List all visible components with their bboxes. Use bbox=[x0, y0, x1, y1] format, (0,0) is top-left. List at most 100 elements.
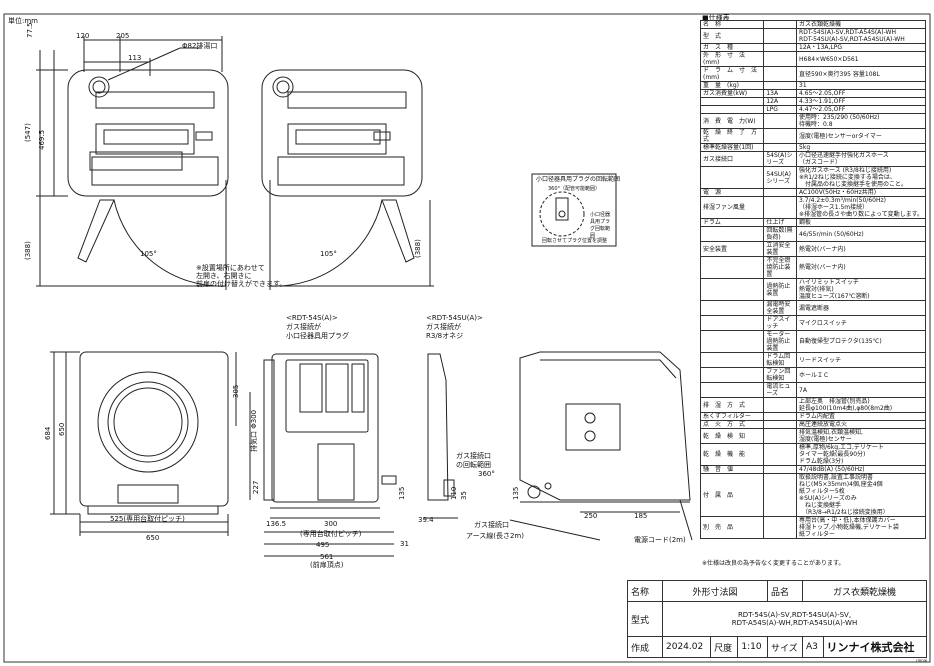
spec-key bbox=[699, 166, 765, 189]
power-cord-label: 電源コード(2m) bbox=[634, 536, 686, 544]
spec-key bbox=[699, 330, 765, 353]
dim-250: 250 bbox=[584, 512, 598, 520]
dim-77-5: 77.5 bbox=[26, 22, 34, 38]
spec-subkey: 54SU(A)シリーズ bbox=[763, 166, 798, 189]
dim-495: 495 bbox=[316, 541, 330, 549]
spec-key: ドラム bbox=[699, 218, 765, 227]
spec-subkey bbox=[763, 397, 798, 413]
spec-key: 外 形 寸 法(mm) bbox=[699, 51, 765, 67]
dim-388-right: (388) bbox=[414, 239, 422, 258]
dim-113: 113 bbox=[128, 54, 142, 62]
spec-subkey: ドラム回転検知 bbox=[763, 352, 798, 368]
spec-key: 別 売 品 bbox=[699, 516, 765, 539]
spec-subkey: 13A bbox=[763, 89, 798, 98]
spec-key bbox=[699, 97, 765, 106]
spec-key: 点 火 方 式 bbox=[699, 420, 765, 429]
spec-subkey bbox=[763, 465, 798, 474]
tb-model-value: RDT-54S(A)-SV,RDT-54SU(A)-SV, RDT-A54S(A… bbox=[662, 601, 927, 637]
inset-title: 小口径器具用プラグの回転範囲 bbox=[536, 176, 621, 183]
gas-port-label: ガス接続口 bbox=[474, 521, 509, 529]
spec-key: 乾 燥 検 知 bbox=[699, 428, 765, 444]
dim-31: 31 bbox=[400, 540, 409, 548]
spec-subkey bbox=[763, 43, 798, 52]
spec-subkey: 54S(A)シリーズ bbox=[763, 151, 798, 167]
spec-key: ガ ス 種 bbox=[699, 43, 765, 52]
spec-subkey bbox=[763, 428, 798, 444]
spec-value: 熱電対(バーナ内) bbox=[796, 256, 926, 279]
spec-value: AC100V(50Hz・60Hz共用) bbox=[796, 188, 926, 197]
spec-subkey: LPG bbox=[763, 105, 798, 114]
spec-subkey bbox=[763, 20, 798, 29]
spec-value: 4.33～1.91,OFF bbox=[796, 97, 926, 106]
dim-185: 185 bbox=[634, 512, 648, 520]
tb-product-key: 品名 bbox=[766, 580, 803, 602]
spec-subkey bbox=[763, 81, 798, 90]
spec-row: 乾 燥 機 能 標準,厚物/6kg,エコ,デリケート タイマー乾燥(最長90分) … bbox=[699, 443, 926, 466]
spec-value: 自動復帰型プロテクタ(135℃) bbox=[796, 330, 926, 353]
gas-rot-deg: 360° bbox=[478, 470, 495, 478]
inset-label-b: 回転させてプラグ位置を調整 bbox=[542, 238, 608, 244]
model-b-desc1: ガス接続が bbox=[426, 323, 461, 331]
gas-rot-label1: ガス接続口 bbox=[456, 452, 491, 460]
dim-561: 561 bbox=[320, 553, 334, 561]
spec-row: 外 形 寸 法(mm) H684×W650×D561 bbox=[699, 51, 926, 67]
dim-205: 205 bbox=[116, 32, 130, 40]
spec-key: 型 式 bbox=[699, 28, 765, 44]
dim-300: 300 bbox=[324, 520, 338, 528]
spec-subkey bbox=[763, 188, 798, 197]
dim-469-5: 469.5 bbox=[38, 129, 46, 150]
title-block: 名称 外形寸法図 品名 ガス衣類乾燥機 型式 RDT-54S(A)-SV,RDT… bbox=[627, 580, 928, 658]
spec-key bbox=[699, 382, 765, 398]
spec-subkey bbox=[763, 412, 798, 421]
spec-subkey: モーター過熱防止装置 bbox=[763, 330, 798, 353]
spec-subkey: 電流ヒューズ bbox=[763, 382, 798, 398]
dim-525: 525(専用台取付ピッチ) bbox=[110, 515, 185, 523]
spec-subkey bbox=[763, 420, 798, 429]
spec-key: 重 量 (kg) bbox=[699, 81, 765, 90]
tb-scale-key: 尺度 bbox=[710, 636, 739, 658]
dim-305: 305 bbox=[232, 384, 240, 398]
spec-key: 排 湿 方 式 bbox=[699, 397, 765, 413]
spec-row: 排湿ファン風量 3.7/4.2±0.3m³/min(50/60Hz) （排湿ホース… bbox=[699, 196, 926, 219]
exhaust-label: Φ82排湯口 bbox=[182, 42, 218, 50]
spec-value: 高圧連続放電点火 bbox=[796, 420, 926, 429]
spec-value: 標準,厚物/6kg,エコ,デリケート タイマー乾燥(最長90分) ドラム乾燥(3… bbox=[796, 443, 926, 466]
spec-subkey: ファン回転検知 bbox=[763, 367, 798, 383]
model-a-desc1: ガス接続が bbox=[286, 323, 321, 331]
spec-row: 過熱防止装置ハイリミットスイッチ 熱電対(排気) 温度ヒューズ(167℃溶断) bbox=[699, 278, 926, 301]
spec-row: 標準乾燥容量(1回)5kg bbox=[699, 143, 926, 152]
tb-model-line2: RDT-A54S(A)-WH,RDT-A54SU(A)-WH bbox=[731, 619, 858, 627]
spec-value: 7A bbox=[796, 382, 926, 398]
spec-subkey: 過熱防止装置 bbox=[763, 278, 798, 301]
spec-row: 重 量 (kg)31 bbox=[699, 81, 926, 90]
spec-key: 乾 燥 機 能 bbox=[699, 443, 765, 466]
spec-key: 排湿ファン風量 bbox=[699, 196, 765, 219]
inset-label-a: 360°（配管可能範囲） bbox=[548, 186, 601, 192]
spec-value: 上部左奥 排湿管(別売品) 延長φ100(10m4曲),φ80(8m2曲) bbox=[796, 397, 926, 413]
spec-row: 排 湿 方 式 上部左奥 排湿管(別売品) 延長φ100(10m4曲),φ80(8… bbox=[699, 397, 926, 413]
spec-value: 専用台(高・中・低),本体保護カバー 排湿トップ,小物乾燥機,デリケート袋 紙フ… bbox=[796, 516, 926, 539]
spec-key: ガス接続口 bbox=[699, 151, 765, 167]
spec-value: 3.7/4.2±0.3m³/min(50/60Hz) （排湿ホース1.5m接続）… bbox=[796, 196, 926, 219]
spec-value: H684×W650×D561 bbox=[796, 51, 926, 67]
spec-subkey bbox=[763, 113, 798, 129]
spec-value: ハイリミットスイッチ 熱電対(排気) 温度ヒューズ(167℃溶断) bbox=[796, 278, 926, 301]
dim-388-left: (388) bbox=[24, 241, 32, 260]
spec-row: ドラム回転検知リードスイッチ bbox=[699, 352, 926, 368]
dim-39-4: 39.4 bbox=[418, 516, 434, 524]
spec-key bbox=[699, 105, 765, 114]
spec-value: 4.47～2.05,OFF bbox=[796, 105, 926, 114]
dim-650-h: 650 bbox=[146, 534, 160, 542]
spec-subkey bbox=[763, 516, 798, 539]
dim-561-note: (前扉頂点) bbox=[310, 561, 344, 569]
spec-row: ドアスイッチマイクロスイッチ bbox=[699, 315, 926, 331]
spec-subkey bbox=[763, 196, 798, 219]
tb-model-line1: RDT-54S(A)-SV,RDT-54SU(A)-SV, bbox=[737, 611, 852, 619]
spec-title: ■仕様表 bbox=[702, 14, 730, 22]
